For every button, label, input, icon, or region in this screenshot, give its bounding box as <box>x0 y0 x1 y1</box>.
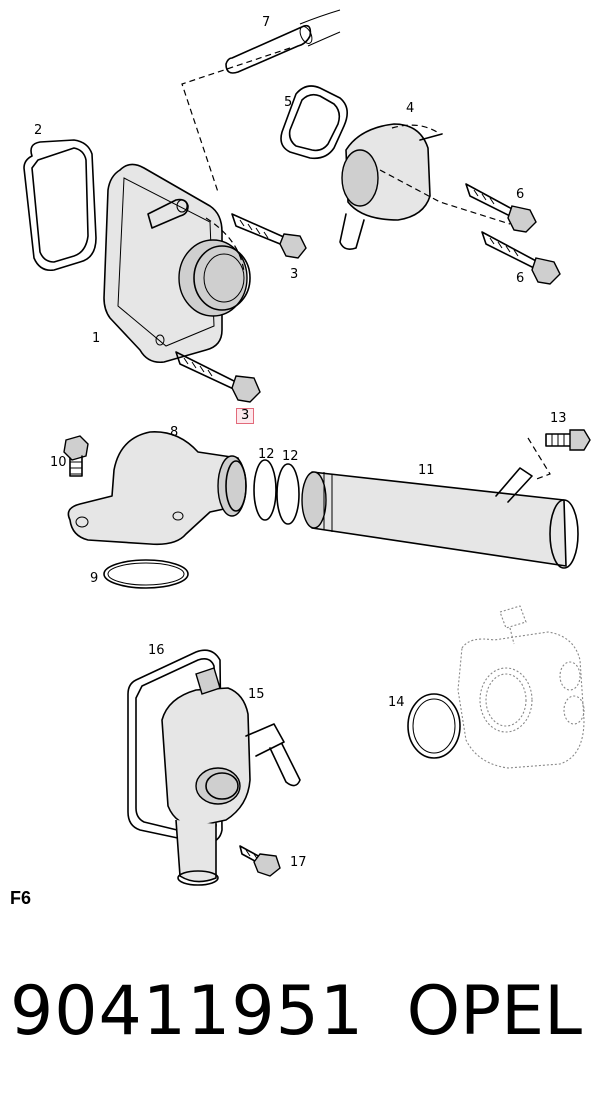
callout-4: 4 <box>406 101 415 116</box>
part-17-bolt <box>239 845 281 877</box>
part-1-housing <box>103 163 251 364</box>
guide-line <box>181 47 291 193</box>
callout-6-upper: 6 <box>516 187 525 202</box>
part-6-bolt-upper <box>465 183 537 233</box>
part-3-bolt-lower <box>175 351 261 403</box>
callout-17: 17 <box>290 855 307 870</box>
part-4-thermostat <box>339 123 511 250</box>
callout-3-upper: 3 <box>290 267 299 282</box>
part-12-ring-b <box>276 463 300 525</box>
callout-11: 11 <box>418 463 435 478</box>
part-2-gasket <box>23 139 97 272</box>
part-8-elbow <box>67 431 247 546</box>
callout-9: 9 <box>90 571 99 586</box>
callout-2: 2 <box>34 123 43 138</box>
part-7-hose <box>225 9 341 74</box>
part-15-housing <box>161 667 301 886</box>
callout-15: 15 <box>248 687 265 702</box>
part-13-bolt <box>527 429 591 481</box>
ghost-housing <box>457 605 585 769</box>
part-6-bolt-lower <box>481 231 561 285</box>
callout-5: 5 <box>284 95 293 110</box>
callout-3-highlighted: 3 <box>236 408 255 424</box>
part-3-bolt-upper <box>231 213 307 259</box>
callout-1: 1 <box>92 331 101 346</box>
exploded-parts-diagram: 7 5 4 2 6 6 3 1 3 13 8 12 12 10 11 9 16 … <box>23 9 591 886</box>
callout-14: 14 <box>388 695 405 710</box>
callout-16: 16 <box>148 643 165 658</box>
callout-7: 7 <box>262 15 271 30</box>
part-9-oring <box>103 559 189 589</box>
callout-6-lower: 6 <box>516 271 525 286</box>
part-number: 90411951 <box>10 972 365 1051</box>
callout-12-b: 12 <box>282 449 299 464</box>
part-12-ring-a <box>253 459 277 521</box>
part-5-gasket <box>280 85 348 160</box>
section-label: F6 <box>10 888 32 908</box>
callout-12-a: 12 <box>258 447 275 462</box>
callout-10: 10 <box>50 455 67 470</box>
part-11-tube <box>301 467 579 569</box>
callout-13: 13 <box>550 411 567 426</box>
brand-name: OPEL <box>406 972 582 1051</box>
callout-8: 8 <box>170 425 179 440</box>
part-14-ring <box>407 693 461 759</box>
part-10-bolt <box>63 435 89 477</box>
